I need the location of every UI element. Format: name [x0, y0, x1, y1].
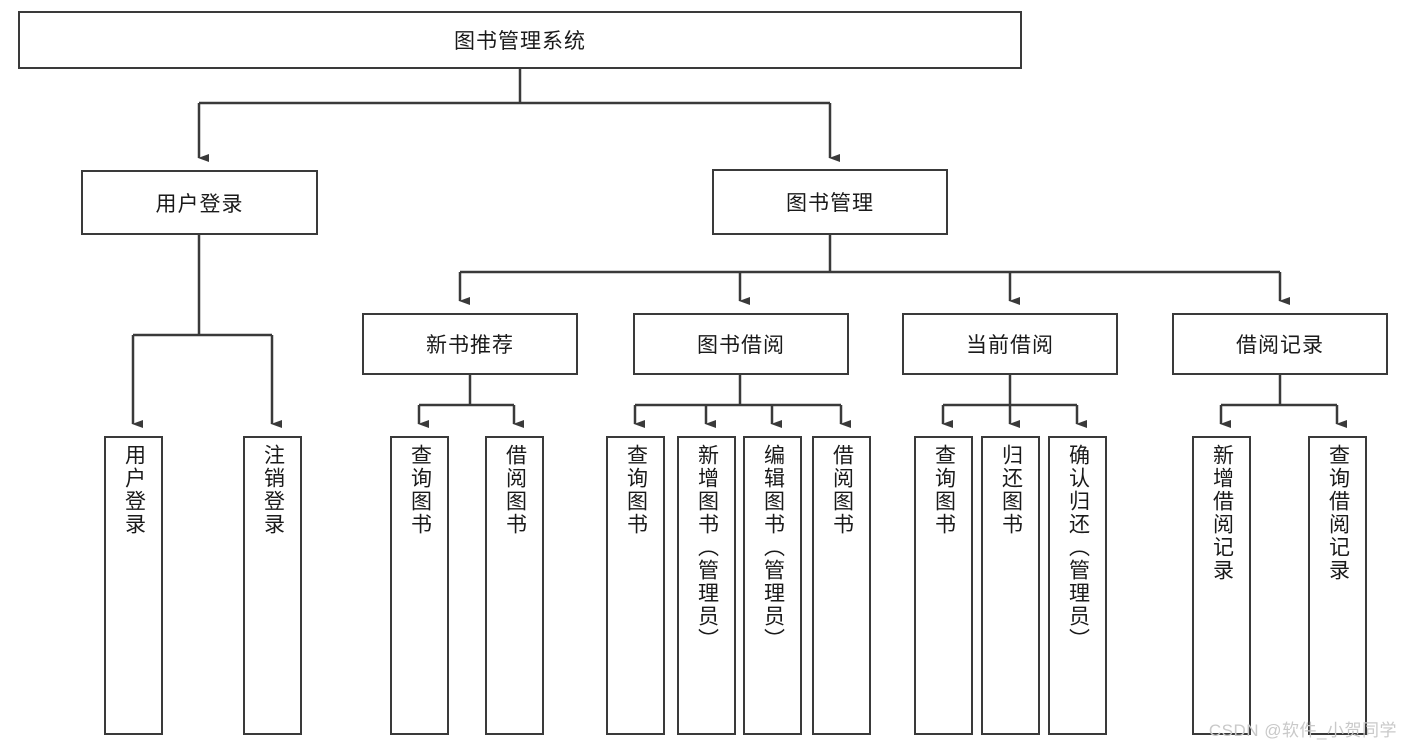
leaf-borrow-query-book[interactable]: 查询图书 [606, 436, 665, 735]
node-root-system[interactable]: 图书管理系统 [18, 11, 1022, 69]
node-new-book-recommend[interactable]: 新书推荐 [362, 313, 578, 375]
leaf-user-login[interactable]: 用户登录 [104, 436, 163, 735]
leaf-user-logout[interactable]: 注销登录 [243, 436, 302, 735]
node-label: 新书推荐 [426, 334, 514, 357]
node-user-login[interactable]: 用户登录 [81, 170, 318, 235]
leaf-record-add-record[interactable]: 新增借阅记录 [1192, 436, 1251, 735]
leaf-recommend-query-book[interactable]: 查询图书 [390, 436, 449, 735]
node-book-borrow[interactable]: 图书借阅 [633, 313, 849, 375]
leaf-borrow-add-book[interactable]: 新增图书（管理员） [677, 436, 736, 735]
node-label: 注销登录 [261, 444, 285, 536]
node-label: 图书借阅 [697, 334, 785, 357]
node-book-management[interactable]: 图书管理 [712, 169, 948, 235]
node-label: 查询图书 [408, 444, 432, 536]
leaf-borrow-edit-book[interactable]: 编辑图书（管理员） [743, 436, 802, 735]
node-label: 查询借阅记录 [1326, 444, 1350, 582]
node-label: 归还图书 [999, 444, 1023, 536]
node-label: 查询图书 [932, 444, 956, 536]
node-label: 查询图书 [624, 444, 648, 536]
leaf-current-return-book[interactable]: 归还图书 [981, 436, 1040, 735]
watermark: CSDN @软件_小贺同学 [1208, 721, 1397, 740]
leaf-borrow-borrow-book[interactable]: 借阅图书 [812, 436, 871, 735]
node-label: 借阅图书 [503, 444, 527, 536]
node-current-borrow[interactable]: 当前借阅 [902, 313, 1118, 375]
node-label: 图书管理系统 [454, 30, 586, 53]
node-label: 用户登录 [122, 444, 146, 536]
node-label: 用户登录 [155, 192, 244, 216]
node-label: 新增借阅记录 [1210, 444, 1234, 582]
node-label: 确认归还（管理员） [1066, 444, 1090, 651]
node-label: 编辑图书（管理员） [761, 444, 785, 651]
node-label: 借阅图书 [830, 444, 854, 536]
node-borrow-record[interactable]: 借阅记录 [1172, 313, 1388, 375]
node-label: 借阅记录 [1236, 334, 1324, 357]
leaf-recommend-borrow-book[interactable]: 借阅图书 [485, 436, 544, 735]
node-label: 新增图书（管理员） [695, 444, 719, 651]
node-label: 当前借阅 [966, 334, 1054, 357]
leaf-record-query-record[interactable]: 查询借阅记录 [1308, 436, 1367, 735]
node-label: 图书管理 [786, 192, 874, 215]
leaf-current-query-book[interactable]: 查询图书 [914, 436, 973, 735]
leaf-current-confirm-return[interactable]: 确认归还（管理员） [1048, 436, 1107, 735]
